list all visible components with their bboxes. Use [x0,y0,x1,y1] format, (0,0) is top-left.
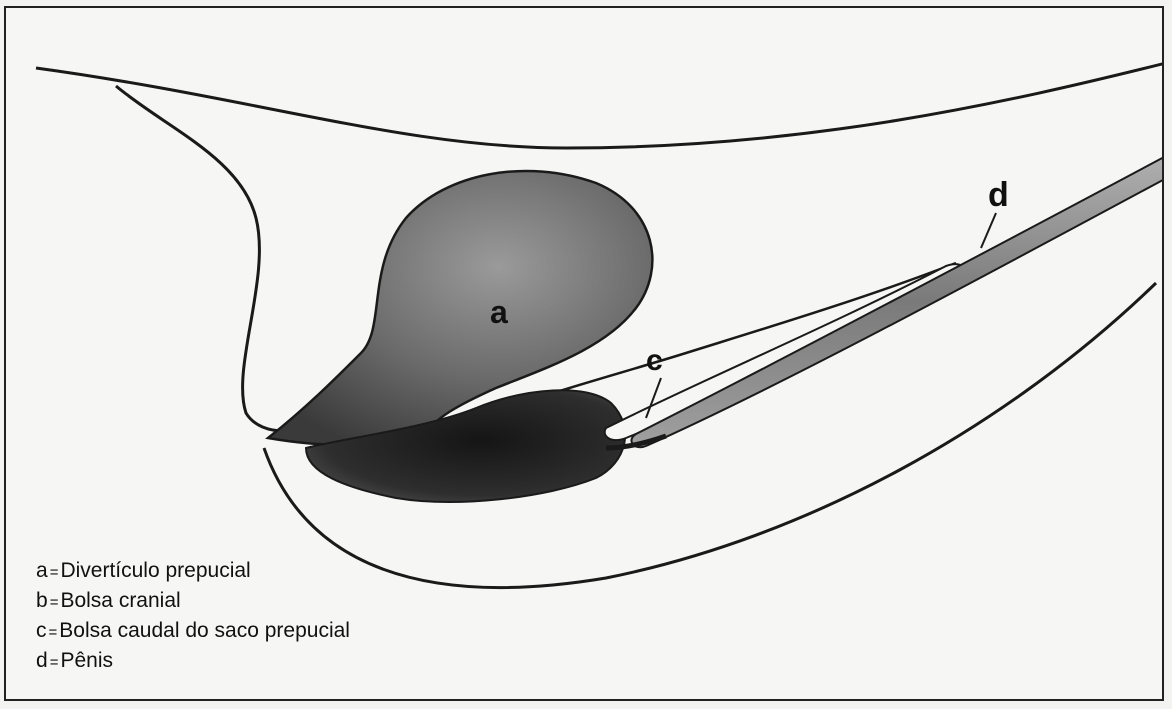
label-a: a [490,296,508,328]
legend-key: c [36,616,47,646]
legend-separator: = [50,588,59,618]
body-wall-contour [36,63,1164,148]
legend-item: c=Bolsa caudal do saco prepucial [36,616,350,646]
legend-separator: = [49,618,58,648]
legend-item: d=Pênis [36,646,350,676]
label-d: d [988,178,1009,212]
legend-separator: = [50,648,59,678]
legend-item: a=Divertículo prepucial [36,556,350,586]
figure-frame: a c d a=Divertículo prepucial b=Bolsa cr… [4,6,1164,701]
legend-text: Pênis [60,649,113,672]
legend: a=Divertículo prepucial b=Bolsa cranial … [36,556,350,676]
legend-text: Bolsa cranial [60,589,180,612]
legend-key: a [36,556,48,586]
label-c: c [646,346,663,376]
legend-item: b=Bolsa cranial [36,586,350,616]
legend-key: d [36,646,48,676]
penis-shape [631,155,1164,448]
legend-key: b [36,586,48,616]
legend-separator: = [50,558,59,588]
label-d-leader [981,213,996,248]
legend-text: Bolsa caudal do saco prepucial [59,619,350,642]
legend-text: Divertículo prepucial [60,559,250,582]
